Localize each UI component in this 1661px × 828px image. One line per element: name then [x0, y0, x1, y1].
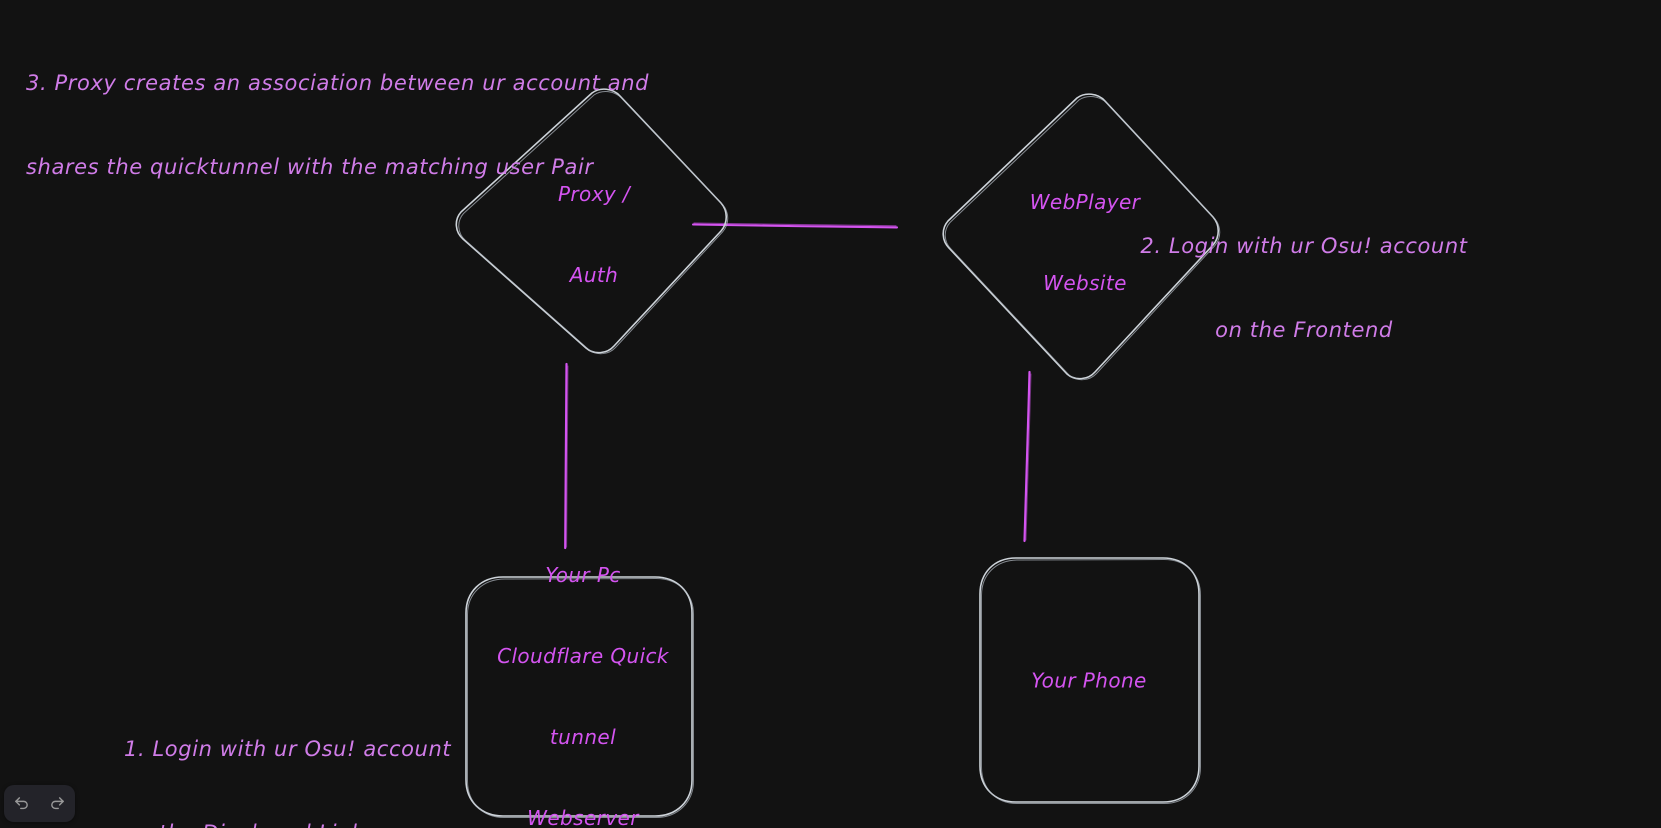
- node-label-your-phone: Your Phone: [1031, 614, 1146, 749]
- node-your-phone-shape[interactable]: [979, 557, 1201, 804]
- node-label-your-pc-line-2: Cloudflare Quick: [497, 644, 669, 668]
- annotation-step-3-line-2: shares the quicktunnel with the matching…: [26, 155, 594, 179]
- annotation-step-1: 1. Login with ur Osu! account on the Dis…: [124, 679, 451, 828]
- node-label-your-pc: Your Pc Cloudflare Quick tunnel Webserve…: [497, 508, 669, 828]
- undo-arrow-icon: [13, 795, 30, 812]
- node-label-webplayer-website-line-1: WebPlayer: [1029, 190, 1141, 214]
- connector-webplayer-to-your-phone[interactable]: [1023, 370, 1032, 543]
- history-toolbar: [4, 785, 75, 822]
- connector-proxy-to-your-pc[interactable]: [564, 362, 569, 550]
- redo-button[interactable]: [43, 790, 71, 818]
- annotation-step-2: 2. Login with ur Osu! account on the Fro…: [1139, 176, 1469, 400]
- undo-button[interactable]: [8, 790, 36, 818]
- annotation-step-1-line-1: 1. Login with ur Osu! account: [124, 737, 452, 761]
- node-label-proxy-auth-line-2: Auth: [569, 263, 619, 287]
- node-label-webplayer-website: WebPlayer Website: [1030, 135, 1141, 351]
- node-label-your-pc-line-3: tunnel: [549, 725, 617, 749]
- annotation-step-1-line-2: on the Displayed Link: [124, 819, 451, 828]
- node-label-your-pc-line-4: Webserver: [527, 806, 639, 828]
- connector-proxy-to-webplayer[interactable]: [691, 222, 899, 229]
- annotation-step-2-line-1: 2. Login with ur Osu! account: [1140, 234, 1468, 258]
- node-label-webplayer-website-line-2: Website: [1043, 271, 1127, 295]
- redo-arrow-icon: [49, 795, 66, 812]
- annotation-step-2-line-2: on the Frontend: [1215, 318, 1393, 342]
- node-label-your-phone-line-1: Your Phone: [1031, 668, 1147, 693]
- node-label-your-pc-line-1: Your Pc: [545, 563, 621, 587]
- node-your-pc-shape[interactable]: [465, 576, 694, 818]
- annotation-step-3: 3. Proxy creates an association between …: [26, 13, 649, 237]
- annotation-step-3-line-1: 3. Proxy creates an association between …: [26, 71, 650, 95]
